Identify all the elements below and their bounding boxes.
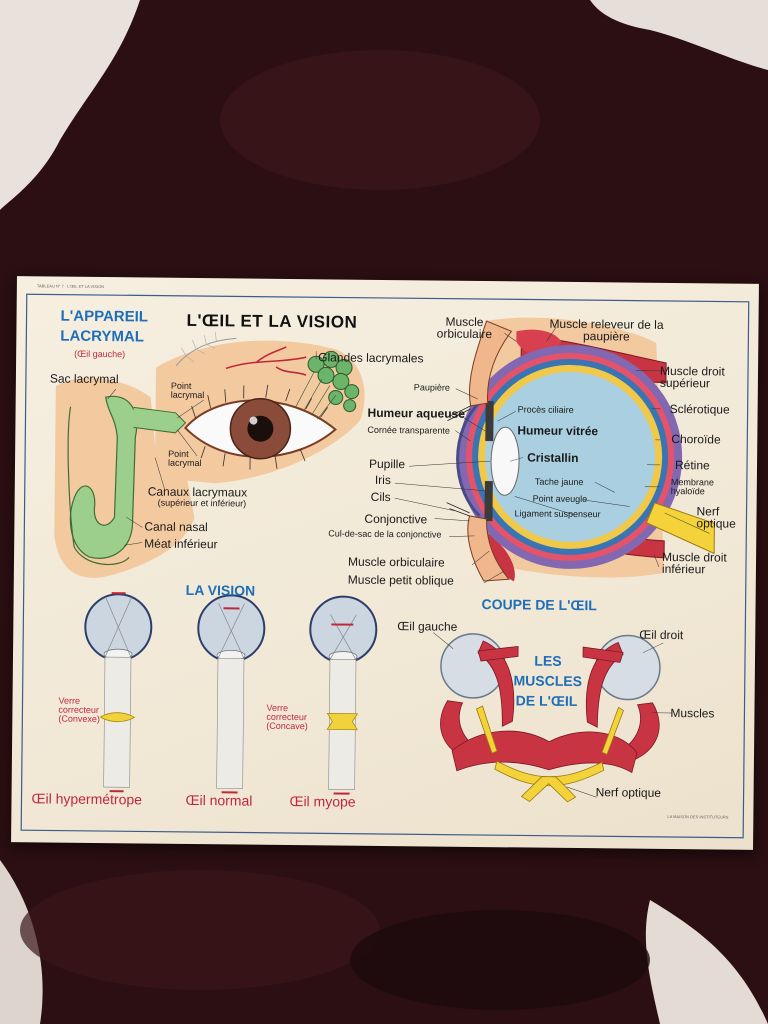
label-muscle-petit-oblique: Muscle petit oblique xyxy=(347,572,454,588)
eye-cross-section xyxy=(394,317,715,584)
vision-diagrams xyxy=(84,592,378,795)
label-oeil-myope: Œil myope xyxy=(289,793,356,810)
label-point-lacrymal-top: Point lacrymal xyxy=(170,380,205,401)
label-cul-de-sac: Cul-de-sac de la conjonctive xyxy=(328,528,442,540)
label-cornee-transparente: Cornée transparente xyxy=(367,424,451,436)
label-conjonctive: Conjonctive xyxy=(364,511,428,527)
label-verre-concave: Verre correcteur (Concave) xyxy=(266,702,308,732)
label-point-aveugle: Point aveugle xyxy=(532,493,588,505)
poster-frame xyxy=(20,293,750,839)
label-proces-ciliaire: Procès ciliaire xyxy=(517,404,574,415)
label-canaux-lacrymaux: Canaux lacrymaux xyxy=(147,484,248,500)
poster-title: L'ŒIL ET LA VISION xyxy=(186,310,358,332)
label-verre-convexe: Verre correcteur (Convexe) xyxy=(58,695,100,725)
muscles-title-1: LES xyxy=(534,652,562,669)
label-tache-jaune: Tache jaune xyxy=(534,476,584,488)
label-oeil-normal: Œil normal xyxy=(185,791,253,809)
lacrymal-title-1: L'APPAREIL xyxy=(60,307,149,326)
label-sac-lacrymal: Sac lacrymal xyxy=(49,371,119,387)
label-membrane-hyaloide: Membrane hyaloïde xyxy=(670,476,714,497)
anatomy-poster: TABLEAU N° 7 · L'ŒIL ET LA VISION L'ŒIL … xyxy=(11,276,759,850)
label-pupille: Pupille xyxy=(368,456,406,472)
label-canaux-sub: (supérieur et inférieur) xyxy=(157,497,247,509)
lacrymal-subtitle: (Œil gauche) xyxy=(74,348,126,360)
label-retine: Rétine xyxy=(674,458,710,473)
label-oeil-hypermetrope: Œil hypermétrope xyxy=(31,790,143,808)
muscles-title-3: DE L'ŒIL xyxy=(515,692,578,710)
label-cristallin: Cristallin xyxy=(527,450,579,466)
label-muscle-orbiculaire-top: Muscle orbiculaire xyxy=(436,314,493,342)
label-muscle-releveur: Muscle releveur de la paupière xyxy=(549,316,664,344)
label-nerf-optique: Nerf optique xyxy=(696,504,736,531)
poster-artwork xyxy=(20,293,750,839)
label-ligament-suspenseur: Ligament suspenseur xyxy=(514,508,601,520)
label-muscle-orbiculaire-bottom: Muscle orbiculaire xyxy=(347,554,445,570)
label-paupiere: Paupière xyxy=(413,382,450,393)
label-point-lacrymal-bottom: Point lacrymal xyxy=(167,448,202,469)
label-iris: Iris xyxy=(374,472,391,488)
label-muscle-droit-inferieur: Muscle droit inférieur xyxy=(661,549,727,577)
label-nerf-optique-muscles: Nerf optique xyxy=(595,785,662,800)
label-canal-nasal: Canal nasal xyxy=(144,519,208,535)
label-cils: Cils xyxy=(370,489,391,505)
vision-title: LA VISION xyxy=(185,581,256,599)
coupe-title: COUPE DE L'ŒIL xyxy=(481,596,597,614)
label-humeur-aqueuse: Humeur aqueuse xyxy=(367,405,465,421)
label-meat-inferieur: Méat inférieur xyxy=(144,536,218,552)
label-sclerotique: Sclérotique xyxy=(669,401,730,417)
label-oeil-droit: Œil droit xyxy=(639,627,684,643)
lacrymal-title-2: LACRYMAL xyxy=(60,327,145,346)
label-choroide: Choroïde xyxy=(671,431,721,447)
poster-reference: TABLEAU N° 7 · L'ŒIL ET LA VISION xyxy=(36,283,105,290)
publisher-credit: LA MAISON DES INSTITUTEURS xyxy=(667,813,729,820)
muscles-title-2: MUSCLES xyxy=(513,672,583,690)
label-humeur-vitree: Humeur vitrée xyxy=(517,423,599,439)
lacrymal-diagram xyxy=(54,332,365,578)
label-muscles: Muscles xyxy=(670,705,715,721)
eye-muscles-diagram xyxy=(433,632,673,803)
label-glandes-lacrymales: Glandes lacrymales xyxy=(318,350,424,366)
label-oeil-gauche: Œil gauche xyxy=(397,619,458,634)
label-muscle-droit-superieur: Muscle droit supérieur xyxy=(659,363,725,391)
